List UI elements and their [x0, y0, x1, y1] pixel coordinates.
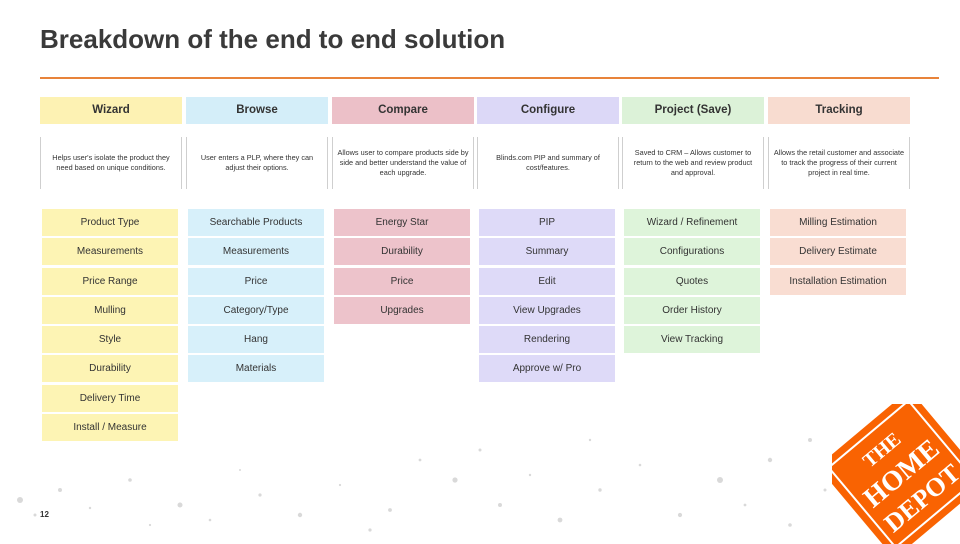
column-item: Upgrades: [334, 296, 470, 324]
page-number: 12: [40, 510, 49, 519]
column-item: Style: [42, 326, 178, 354]
column-header: Project (Save): [622, 97, 764, 124]
column-item: View Upgrades: [479, 296, 615, 324]
column-header: Tracking: [768, 97, 910, 124]
column-item: Wizard / Refinement: [624, 209, 760, 236]
column-item: Durability: [42, 355, 178, 383]
column-item: Hang: [188, 326, 324, 354]
column-item: View Tracking: [624, 326, 760, 354]
column-compare: Compare Allows user to compare products …: [332, 97, 474, 324]
column-description: Blinds.com PIP and summary of cost/featu…: [477, 137, 619, 189]
column-item: Measurements: [188, 238, 324, 266]
title-divider: [40, 77, 939, 79]
column-wizard: Wizard Helps user's isolate the product …: [40, 97, 182, 442]
column-header: Browse: [186, 97, 328, 124]
column-header: Wizard: [40, 97, 182, 124]
column-item: Energy Star: [334, 209, 470, 236]
column-description: Allows the retail customer and associate…: [768, 137, 910, 189]
column-item: Searchable Products: [188, 209, 324, 236]
column-item: Approve w/ Pro: [479, 355, 615, 383]
paint-splatter-decoration: [17, 438, 827, 532]
column-item: Materials: [188, 355, 324, 383]
column-header: Compare: [332, 97, 474, 124]
column-description: Helps user's isolate the product they ne…: [40, 137, 182, 189]
home-depot-logo: THE HOME DEPOT: [832, 404, 960, 544]
column-item: PIP: [479, 209, 615, 236]
logo-background: [832, 404, 960, 544]
page-title: Breakdown of the end to end solution: [40, 24, 506, 54]
column-item: Price: [188, 267, 324, 295]
column-item: Durability: [334, 238, 470, 266]
column-item: Measurements: [42, 238, 178, 266]
column-project-save: Project (Save) Saved to CRM – Allows cus…: [622, 97, 764, 354]
column-item: Milling Estimation: [770, 209, 906, 236]
column-description: Allows user to compare products side by …: [332, 137, 474, 189]
column-item: Rendering: [479, 326, 615, 354]
column-item: Configurations: [624, 238, 760, 266]
column-item: Installation Estimation: [770, 267, 906, 295]
column-item: Product Type: [42, 209, 178, 236]
column-tracking: Tracking Allows the retail customer and …: [768, 97, 910, 295]
column-item: Category/Type: [188, 296, 324, 324]
column-item: Quotes: [624, 267, 760, 295]
column-header: Configure: [477, 97, 619, 124]
column-item: Install / Measure: [42, 414, 178, 442]
column-item: Order History: [624, 296, 760, 324]
column-item: Edit: [479, 267, 615, 295]
column-item: Delivery Estimate: [770, 238, 906, 266]
column-item: Summary: [479, 238, 615, 266]
column-configure: Configure Blinds.com PIP and summary of …: [477, 97, 619, 383]
column-description: User enters a PLP, where they can adjust…: [186, 137, 328, 189]
column-browse: Browse User enters a PLP, where they can…: [186, 97, 328, 383]
column-item: Price: [334, 267, 470, 295]
column-description: Saved to CRM – Allows customer to return…: [622, 137, 764, 189]
column-item: Price Range: [42, 267, 178, 295]
column-item: Mulling: [42, 296, 178, 324]
column-item: Delivery Time: [42, 384, 178, 412]
